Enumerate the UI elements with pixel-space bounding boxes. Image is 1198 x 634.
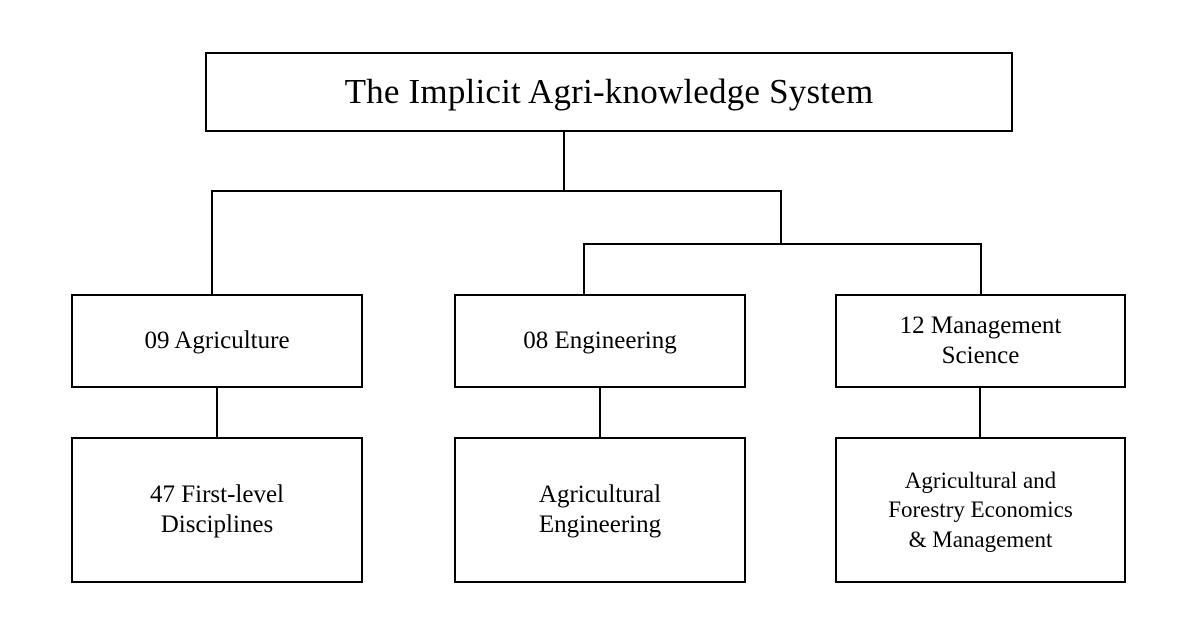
node-09-agriculture-label: 09 Agriculture xyxy=(144,326,290,354)
node-root-label: The Implicit Agri-knowledge System xyxy=(344,71,874,111)
node-agricultural-forestry-economics-management-label: Agricultural and Forestry Economics & Ma… xyxy=(888,467,1073,552)
connector-to-engineering xyxy=(583,243,585,296)
node-08-engineering: 08 Engineering xyxy=(454,294,746,388)
connector-to-management xyxy=(980,243,982,296)
connector-root-branch-bus xyxy=(211,190,782,192)
node-47-first-level-disciplines-label: 47 First-level Disciplines xyxy=(149,480,284,539)
node-root-implicit-agri-knowledge-system: The Implicit Agri-knowledge System xyxy=(205,52,1013,132)
node-47-first-level-disciplines: 47 First-level Disciplines xyxy=(71,437,363,583)
connector-secondary-branch-bus xyxy=(583,243,982,245)
node-agricultural-engineering: Agricultural Engineering xyxy=(454,437,746,583)
node-agricultural-engineering-label: Agricultural Engineering xyxy=(538,480,662,539)
node-09-agriculture: 09 Agriculture xyxy=(71,294,363,388)
node-08-engineering-label: 08 Engineering xyxy=(523,326,677,354)
connector-mid-stem xyxy=(780,190,782,245)
connector-root-stem xyxy=(563,132,565,192)
connector-agriculture-to-disciplines xyxy=(216,386,218,439)
node-12-management-science-label: 12 Management Science xyxy=(899,311,1062,370)
node-12-management-science: 12 Management Science xyxy=(835,294,1126,388)
node-agricultural-forestry-economics-management: Agricultural and Forestry Economics & Ma… xyxy=(835,437,1126,583)
connector-engineering-to-agricultural-engineering xyxy=(599,386,601,439)
connector-to-agriculture xyxy=(211,190,213,296)
connector-management-to-forestry-economics xyxy=(979,386,981,439)
